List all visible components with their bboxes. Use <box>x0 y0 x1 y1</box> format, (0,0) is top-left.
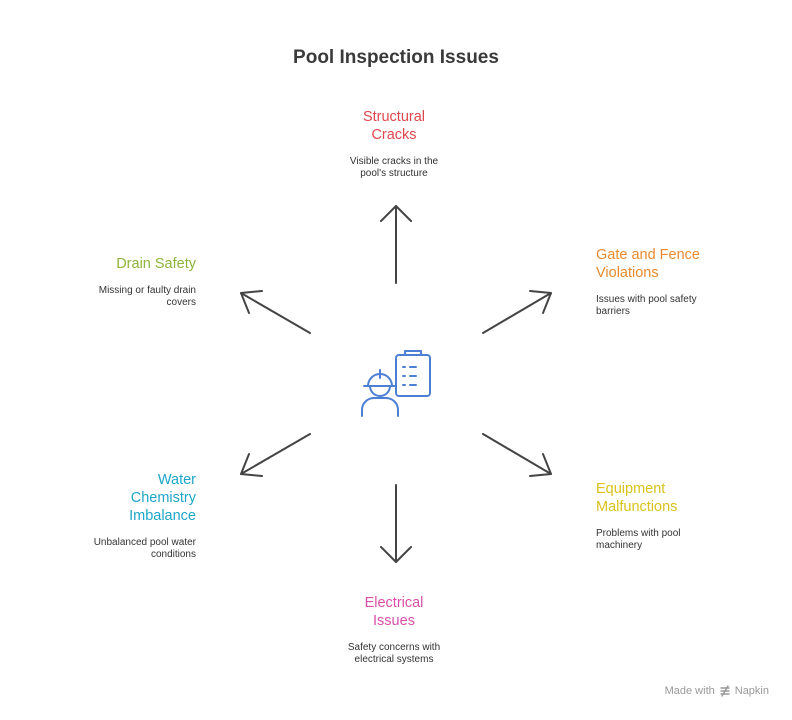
napkin-brand-label: Napkin <box>734 685 769 697</box>
arrow-to-water <box>240 433 311 477</box>
node-description: Safety concerns with electrical systems <box>347 642 441 665</box>
node-equipment-malfunctions: Equipment Malfunctions Problems with poo… <box>596 480 746 552</box>
node-title: Electrical Issues <box>364 595 424 629</box>
node-description: Missing or faulty drain covers <box>98 285 196 308</box>
made-with-label: Made with <box>664 685 715 697</box>
arrow-to-structural <box>380 205 412 284</box>
node-water-chemistry-imbalance: Water Chemistry Imbalance Unbalanced poo… <box>46 471 196 561</box>
arrow-to-gate <box>482 290 552 334</box>
node-description: Unbalanced pool water conditions <box>93 537 196 560</box>
node-electrical-issues: Electrical Issues Safety concerns with e… <box>319 594 469 666</box>
made-with-napkin-footer[interactable]: Made with Napkin <box>665 685 769 697</box>
node-title: Structural Cracks <box>362 109 426 143</box>
node-description: Issues with pool safety barriers <box>596 294 697 317</box>
arrow-to-drain <box>240 290 311 334</box>
arrow-to-equipment <box>482 433 552 477</box>
napkin-logo-icon <box>719 685 731 697</box>
diagram-title: Pool Inspection Issues <box>293 47 499 68</box>
inspector-clipboard-icon <box>358 348 436 420</box>
node-description: Visible cracks in the pool's structure <box>349 156 439 179</box>
node-structural-cracks: Structural Cracks Visible cracks in the … <box>319 108 469 180</box>
node-title: Gate and Fence Violations <box>596 247 700 281</box>
node-description: Problems with pool machinery <box>596 528 681 551</box>
arrow-to-electrical <box>380 484 412 563</box>
node-title: Water Chemistry Imbalance <box>129 472 196 524</box>
node-drain-safety: Drain Safety Missing or faulty drain cov… <box>46 255 196 309</box>
node-gate-fence-violations: Gate and Fence Violations Issues with po… <box>596 246 746 318</box>
node-title: Drain Safety <box>116 256 196 272</box>
node-title: Equipment Malfunctions <box>596 481 678 515</box>
